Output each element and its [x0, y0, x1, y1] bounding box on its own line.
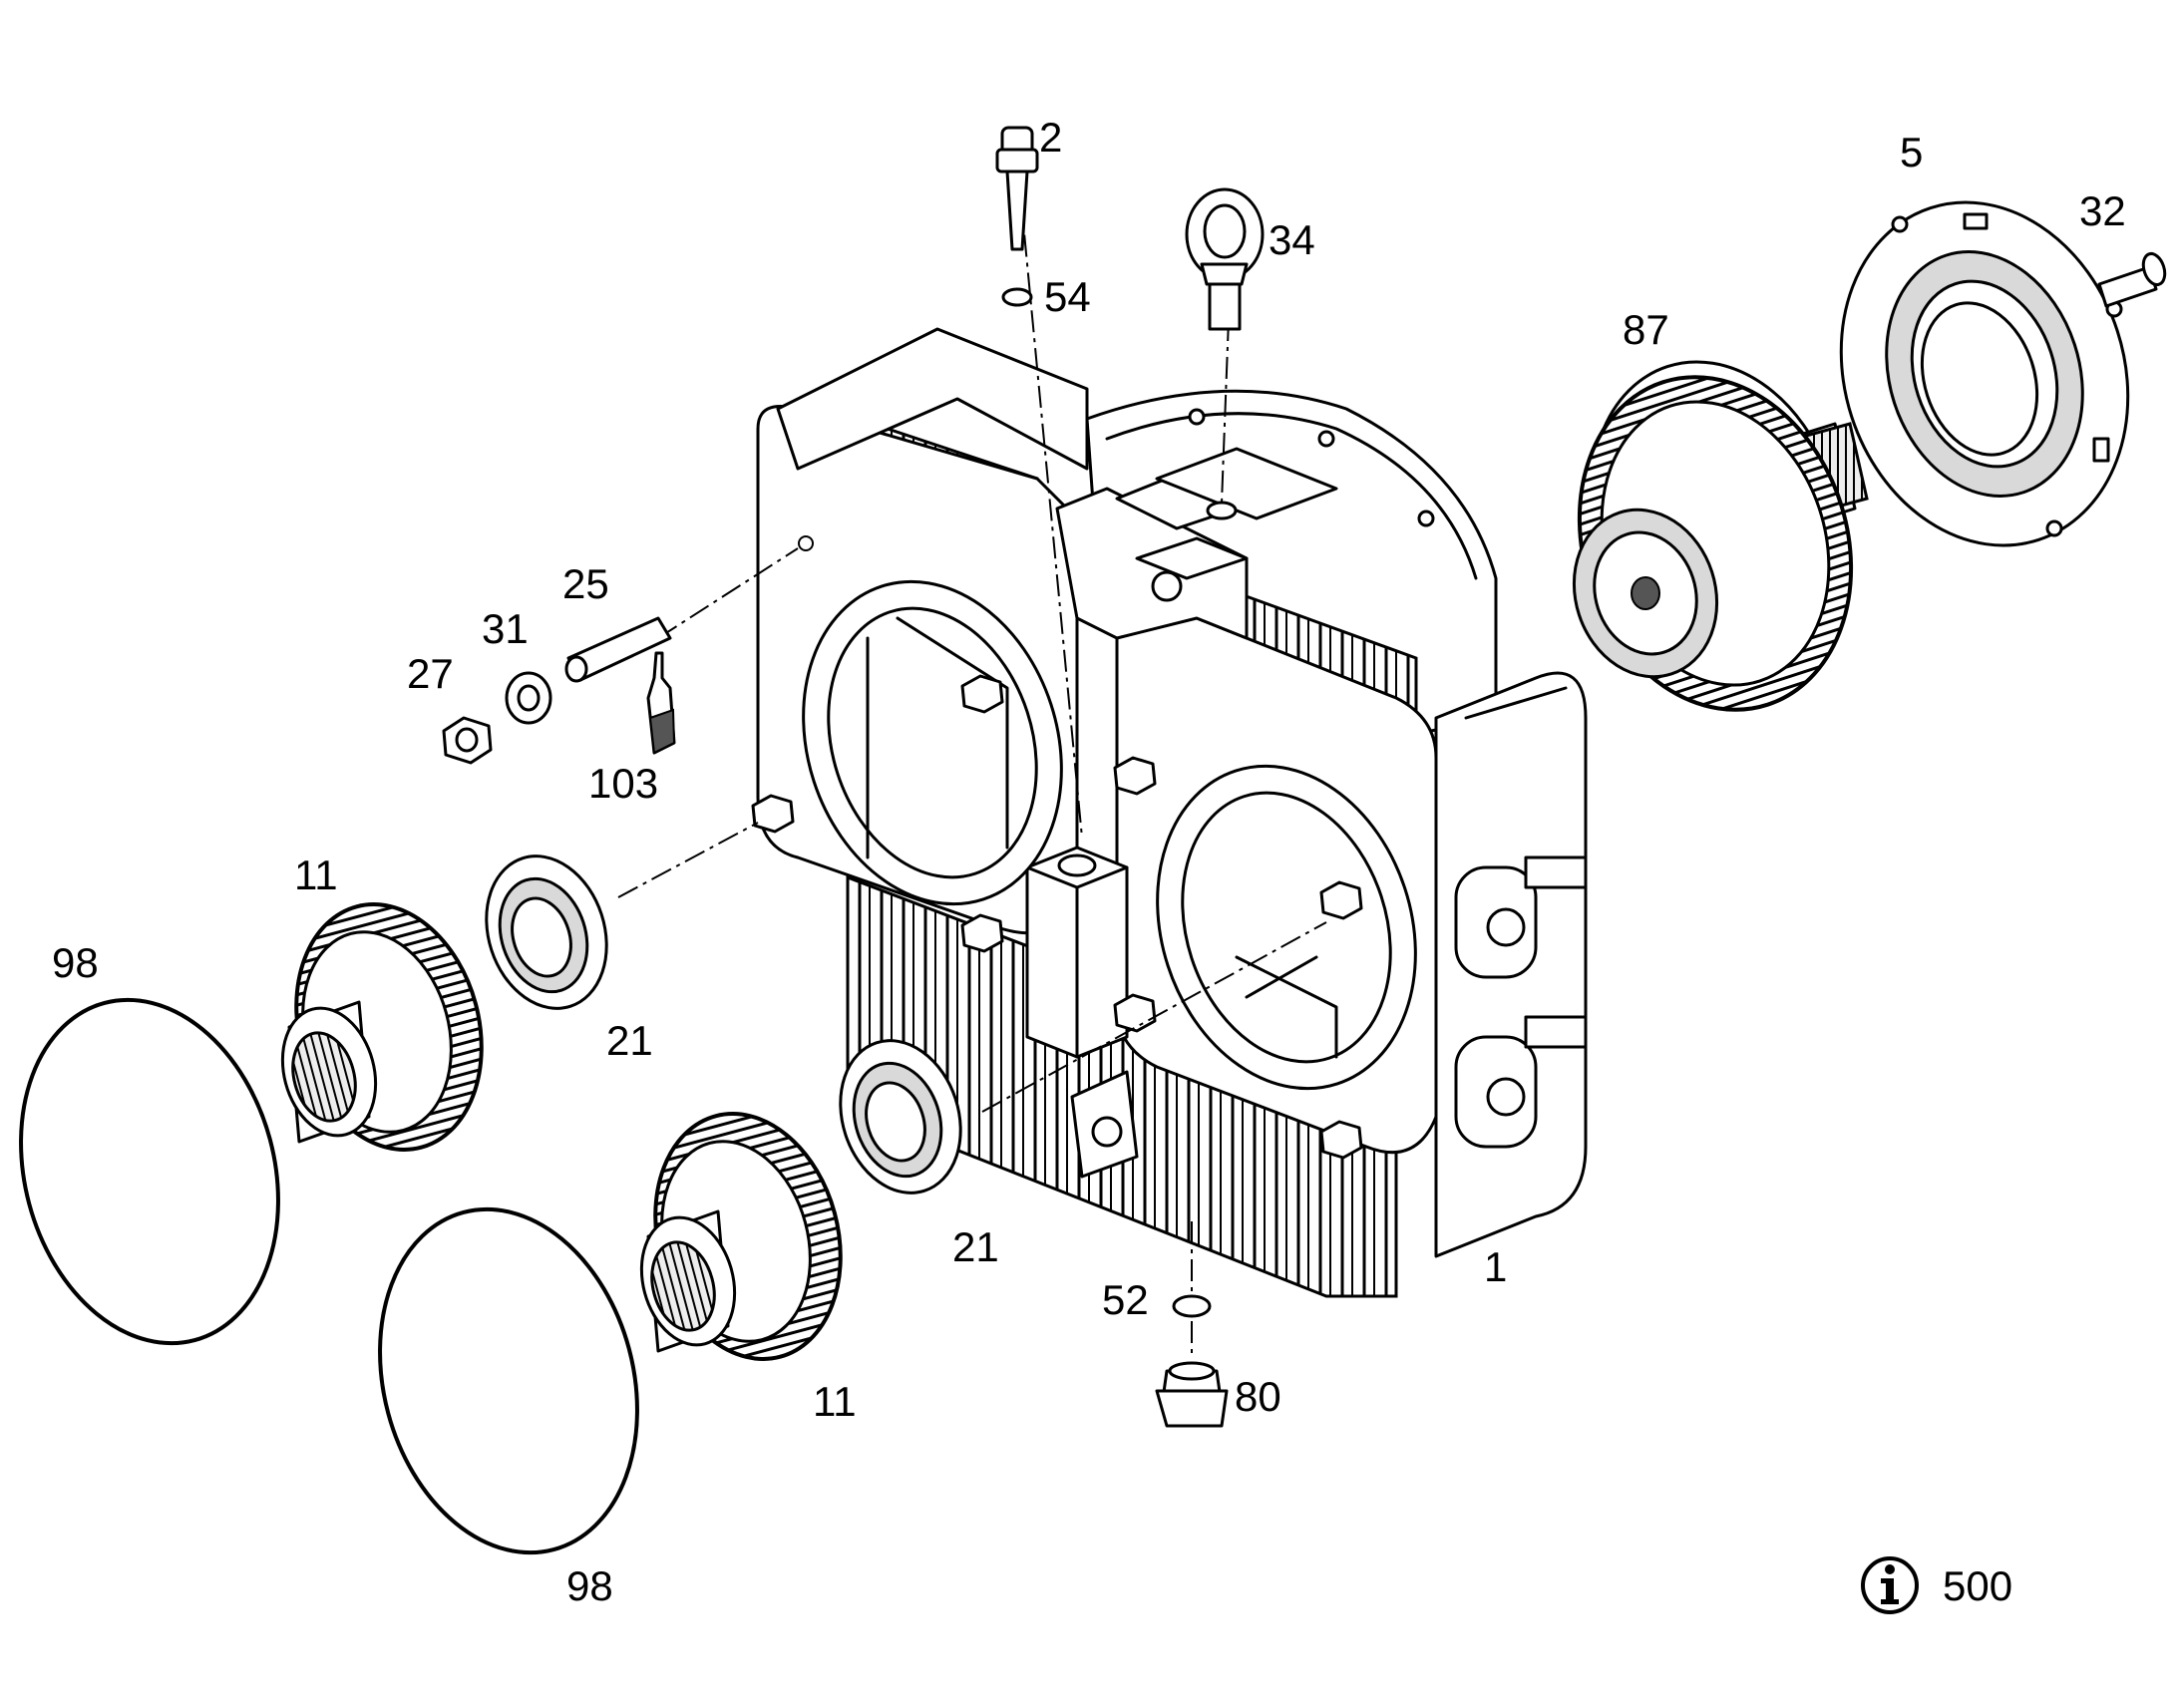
callout-25: 25 — [562, 560, 609, 607]
callout-21-upper: 21 — [606, 1017, 653, 1064]
part-54-seal-ring — [1001, 287, 1033, 307]
part-5-cover-flange — [1839, 200, 2130, 547]
part-98-o-ring-lower — [378, 1206, 639, 1555]
part-103-sealant-tube — [646, 651, 676, 755]
callout-98-lower: 98 — [566, 1562, 613, 1609]
callout-5: 5 — [1900, 129, 1923, 175]
part-34-eye-bolt — [1185, 187, 1265, 331]
info-icon — [1861, 1556, 1919, 1614]
part-52-seal-ring — [1172, 1294, 1212, 1318]
part-98-o-ring-upper — [19, 997, 280, 1346]
part-27-nut — [442, 716, 493, 765]
part-31-washer — [505, 671, 552, 725]
assembly-lines — [617, 159, 1327, 1356]
part-21-bearing-upper — [485, 854, 608, 1010]
part-80-drain-plug — [1155, 1361, 1229, 1428]
callout-11-lower: 11 — [813, 1378, 857, 1425]
info-reference-number: 500 — [1943, 1562, 2012, 1609]
callout-11-upper: 11 — [294, 852, 338, 898]
callout-103: 103 — [588, 760, 658, 807]
callout-98-upper: 98 — [52, 939, 99, 986]
callout-21-lower: 21 — [952, 1223, 999, 1270]
part-32-screw — [2097, 251, 2167, 308]
info-reference: 500 — [1861, 1556, 2012, 1614]
callout-80: 80 — [1235, 1373, 1281, 1420]
gearbox-housing — [751, 327, 1588, 1298]
part-87-planet-carrier — [1572, 360, 1869, 712]
callout-27: 27 — [407, 650, 454, 697]
part-25-dowel-pin — [564, 616, 672, 683]
callout-87: 87 — [1623, 306, 1669, 353]
callout-52: 52 — [1102, 1276, 1149, 1323]
part-11-spur-gear-upper — [280, 902, 484, 1152]
housing-nut — [751, 674, 1363, 1160]
callout-34: 34 — [1269, 216, 1315, 263]
part-11-spur-gear-lower — [639, 1112, 843, 1361]
part-21-bearing-lower — [839, 1039, 962, 1195]
callout-32: 32 — [2079, 187, 2126, 234]
callout-1: 1 — [1484, 1243, 1507, 1290]
callout-31: 31 — [482, 605, 529, 652]
part-2-breather-valve — [995, 126, 1039, 251]
callout-labels: 2 54 34 5 32 87 25 31 27 103 11 98 21 21… — [52, 114, 2126, 1609]
callout-54: 54 — [1044, 273, 1091, 320]
callout-2: 2 — [1039, 114, 1062, 161]
